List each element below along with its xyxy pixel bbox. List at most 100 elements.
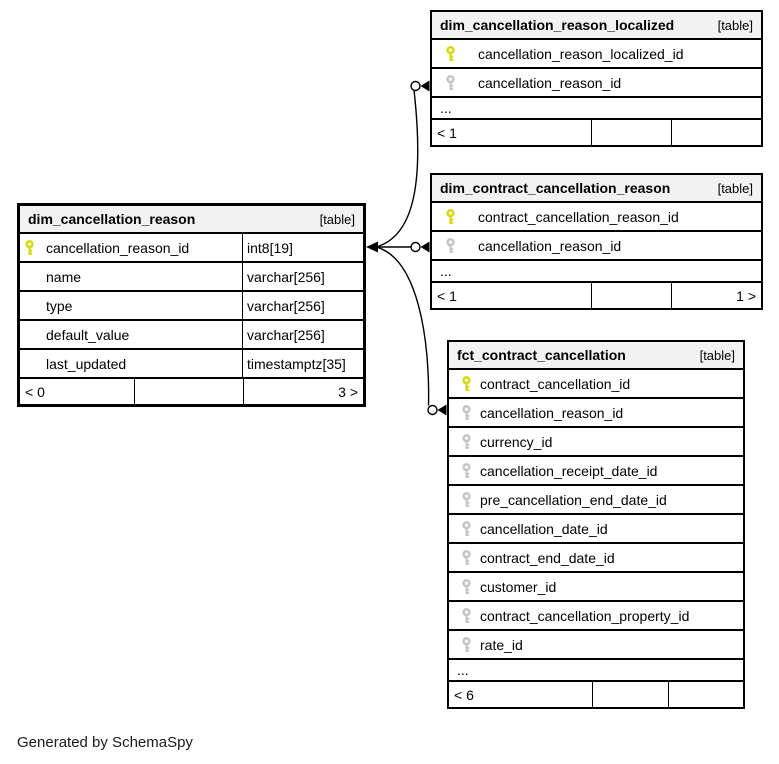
column-name: cancellation_reason_localized_id xyxy=(478,45,684,62)
column-name: contract_cancellation_property_id xyxy=(480,607,690,624)
table-header: dim_cancellation_reason_localized [table… xyxy=(432,12,761,40)
edge-to-fct xyxy=(375,246,430,406)
table-footer: < 1 1 > xyxy=(432,283,761,308)
footer-right-degree xyxy=(672,120,761,145)
footer-middle-cell xyxy=(593,682,669,707)
column-row: rate_id xyxy=(449,631,743,660)
table-footer: < 6 xyxy=(449,682,743,707)
column-row: contract_cancellation_property_id xyxy=(449,602,743,631)
primary-key-icon xyxy=(25,239,34,255)
foreign-key-icon xyxy=(462,520,471,536)
column-row: type varchar[256] xyxy=(20,292,363,321)
column-row: default_value varchar[256] xyxy=(20,321,363,350)
column-name: contract_end_date_id xyxy=(480,549,615,566)
column-row: currency_id xyxy=(449,428,743,457)
table-footer: < 0 3 > xyxy=(20,379,363,404)
foreign-key-icon xyxy=(462,607,471,623)
columns-ellipsis: ... xyxy=(432,261,761,283)
footer-left-degree: < 1 xyxy=(432,283,592,308)
foreign-key-icon xyxy=(446,237,455,253)
table-header: fct_contract_cancellation [table] xyxy=(449,342,743,370)
footer-middle-cell xyxy=(135,379,244,404)
column-row: name varchar[256] xyxy=(20,263,363,292)
edge-source-crowsfoot xyxy=(366,241,378,253)
foreign-key-icon xyxy=(462,433,471,449)
foreign-key-icon xyxy=(462,549,471,565)
column-name: cancellation_receipt_date_id xyxy=(480,462,658,479)
table-header: dim_cancellation_reason [table] xyxy=(20,206,363,234)
table-tag: [table] xyxy=(717,17,753,33)
column-row: cancellation_reason_id xyxy=(432,232,761,261)
column-row: contract_cancellation_id xyxy=(449,370,743,399)
column-row: contract_cancellation_reason_id xyxy=(432,203,761,232)
column-name: pre_cancellation_end_date_id xyxy=(480,491,667,508)
column-type: varchar[256] xyxy=(242,292,363,319)
column-row: cancellation_reason_id int8[19] xyxy=(20,234,363,263)
column-row: cancellation_receipt_date_id xyxy=(449,457,743,486)
column-name: cancellation_reason_id xyxy=(478,74,622,91)
foreign-key-icon xyxy=(462,462,471,478)
column-row: pre_cancellation_end_date_id xyxy=(449,486,743,515)
column-name: contract_cancellation_reason_id xyxy=(478,208,679,225)
column-name: last_updated xyxy=(46,355,127,372)
table-name[interactable]: dim_cancellation_reason xyxy=(28,211,196,227)
edge-crowsfoot-localized xyxy=(420,80,430,92)
foreign-key-icon xyxy=(462,578,471,594)
column-row: customer_id xyxy=(449,573,743,602)
table-footer: < 1 xyxy=(432,120,761,145)
column-row: cancellation_date_id xyxy=(449,515,743,544)
column-name: default_value xyxy=(46,326,130,343)
edge-odot-localized xyxy=(410,80,421,92)
column-name: cancellation_reason_id xyxy=(46,239,190,256)
column-type: varchar[256] xyxy=(242,263,363,290)
column-name: type xyxy=(46,297,73,314)
foreign-key-icon xyxy=(462,404,471,420)
column-name: cancellation_reason_id xyxy=(478,237,622,254)
footer-middle-cell xyxy=(592,283,672,308)
column-name: contract_cancellation_id xyxy=(480,375,631,392)
primary-key-icon xyxy=(446,208,455,224)
column-row: cancellation_reason_id xyxy=(432,69,761,98)
table-name[interactable]: fct_contract_cancellation xyxy=(457,347,626,363)
column-row: last_updated timestamptz[35] xyxy=(20,350,363,379)
table-fct-contract-cancellation[interactable]: fct_contract_cancellation [table] contra… xyxy=(447,340,745,709)
table-dim-cancellation-reason-localized[interactable]: dim_cancellation_reason_localized [table… xyxy=(430,10,763,147)
foreign-key-icon xyxy=(446,74,455,90)
footer-middle-cell xyxy=(592,120,672,145)
column-row: cancellation_reason_localized_id xyxy=(432,40,761,69)
column-type: timestamptz[35] xyxy=(242,350,363,377)
table-dim-cancellation-reason[interactable]: dim_cancellation_reason [table] cancella… xyxy=(17,203,366,407)
column-type: int8[19] xyxy=(242,234,363,261)
columns-ellipsis: ... xyxy=(449,660,743,682)
edge-odot-fct xyxy=(427,404,438,416)
foreign-key-icon xyxy=(462,636,471,652)
footer-right-degree: 1 > xyxy=(736,287,756,304)
edge-crowsfoot-fct xyxy=(437,404,447,416)
column-name: currency_id xyxy=(480,433,553,450)
edge-to-localized xyxy=(375,89,419,248)
columns-ellipsis: ... xyxy=(432,98,761,120)
edge-crowsfoot-contract-reason xyxy=(420,241,430,253)
column-row: cancellation_reason_id xyxy=(449,399,743,428)
table-dim-contract-cancellation-reason[interactable]: dim_contract_cancellation_reason [table]… xyxy=(430,173,763,310)
primary-key-icon xyxy=(462,375,471,391)
foreign-key-icon xyxy=(462,491,471,507)
table-tag: [table] xyxy=(319,211,355,227)
column-name: cancellation_reason_id xyxy=(480,404,624,421)
table-name[interactable]: dim_contract_cancellation_reason xyxy=(440,180,671,196)
table-tag: [table] xyxy=(699,347,735,363)
column-type: varchar[256] xyxy=(242,321,363,348)
column-name: cancellation_date_id xyxy=(480,520,608,537)
column-name: customer_id xyxy=(480,578,557,595)
footer-left-degree: < 6 xyxy=(449,682,593,707)
table-name[interactable]: dim_cancellation_reason_localized xyxy=(440,17,675,33)
footer-right-degree: 3 > xyxy=(338,383,358,400)
column-name: rate_id xyxy=(480,636,523,653)
footer-right-degree xyxy=(669,682,743,707)
table-tag: [table] xyxy=(717,180,753,196)
footer-left-degree: < 0 xyxy=(20,379,135,404)
generated-by-credit: Generated by SchemaSpy xyxy=(17,734,193,751)
edge-odot-contract-reason xyxy=(410,241,421,253)
